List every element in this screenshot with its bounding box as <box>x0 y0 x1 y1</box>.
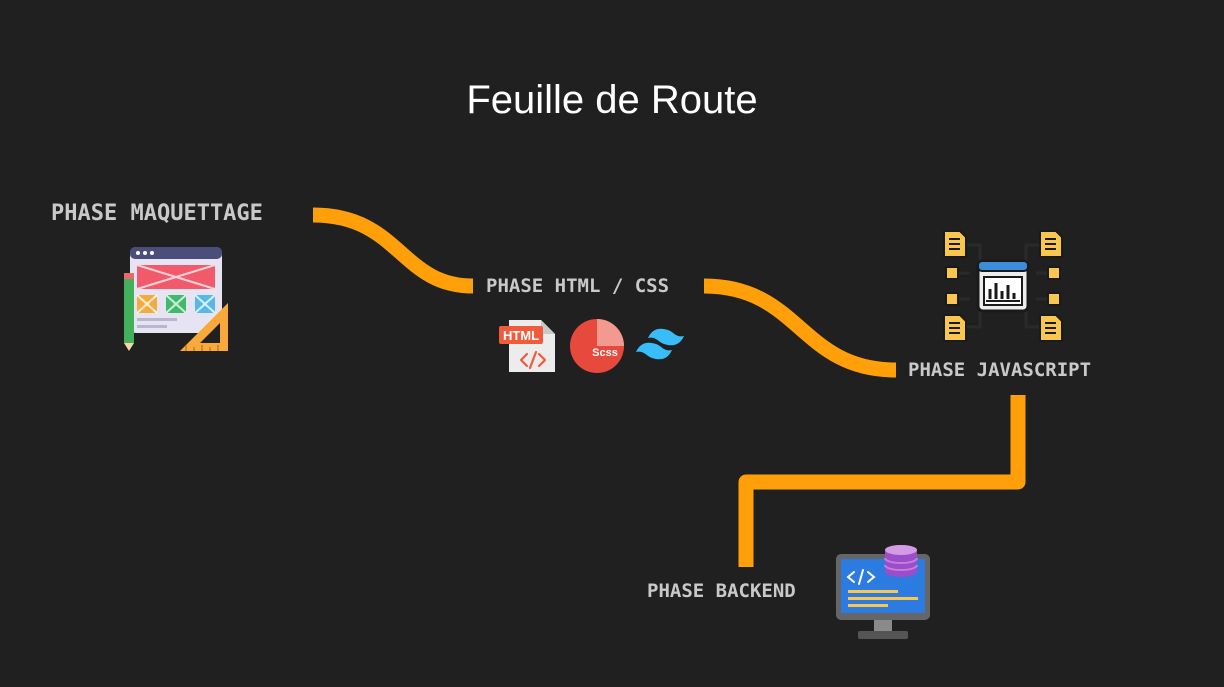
phase-javascript-label: PHASE JAVASCRIPT <box>908 359 1092 381</box>
connector-html-to-javascript <box>703 278 897 378</box>
html-badge-label: HTML <box>503 328 539 343</box>
connector-maquettage-to-html <box>312 207 474 294</box>
scss-logo-label: Scss <box>592 347 618 359</box>
wireframe-design-icon <box>124 247 228 351</box>
connector-javascript-to-backend <box>738 395 1026 567</box>
scss-logo-icon: Scss <box>570 319 624 373</box>
phase-html-css-label: PHASE HTML / CSS <box>486 275 670 297</box>
html-file-icon: HTML <box>499 320 555 372</box>
web-dashboard-network-icon <box>943 230 1063 342</box>
page-title: Feuille de Route <box>466 78 758 122</box>
tailwind-logo-icon <box>636 328 684 360</box>
phase-backend-label: PHASE BACKEND <box>647 580 796 602</box>
monitor-database-icon <box>836 545 930 639</box>
phase-maquettage-label: PHASE MAQUETTAGE <box>51 201 263 226</box>
